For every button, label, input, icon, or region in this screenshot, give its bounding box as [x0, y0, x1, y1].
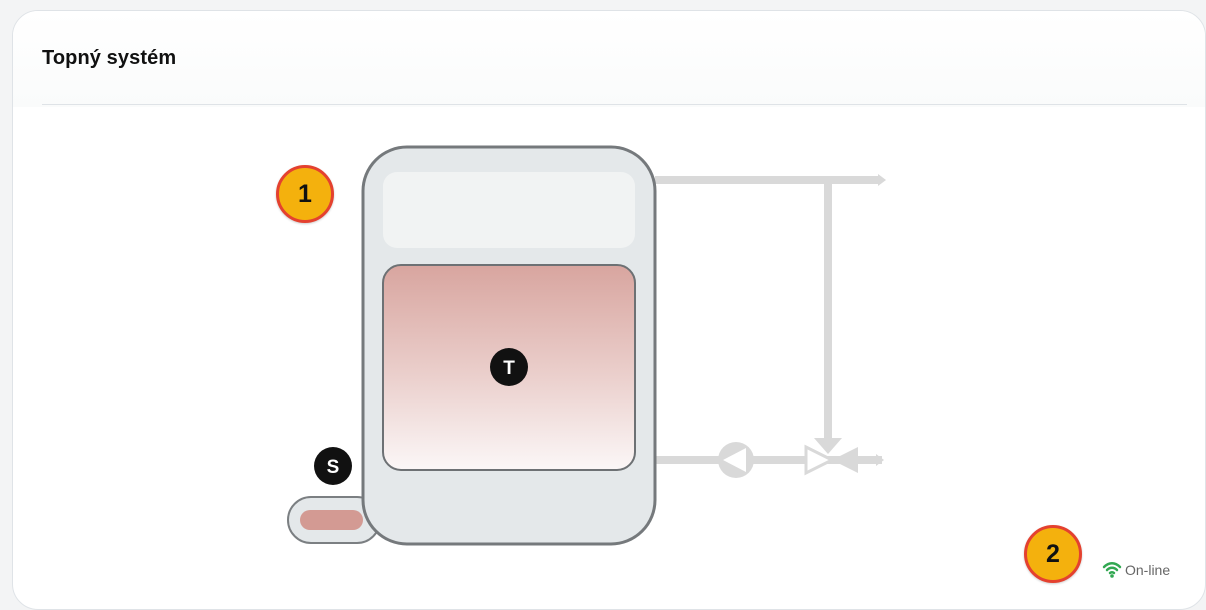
heating-tank	[361, 145, 657, 546]
callout-1: 1	[276, 165, 334, 223]
temperature-marker: T	[490, 348, 528, 386]
connection-status-label: On-line	[1125, 562, 1171, 578]
connection-status: On-line	[1102, 560, 1170, 580]
callout-2: 2	[1024, 525, 1082, 583]
card-title: Topný systém	[42, 47, 177, 69]
pump-icon	[718, 442, 754, 478]
header-divider	[42, 104, 1187, 105]
sensor-marker: S	[314, 447, 352, 485]
temperature-marker-label: T	[503, 358, 515, 379]
card-header: Topný systém	[13, 11, 1205, 107]
mixing-valve-icon	[804, 444, 858, 476]
wifi-icon	[1102, 562, 1122, 578]
sensor-pipe	[287, 496, 381, 544]
sensor-marker-label: S	[327, 457, 340, 478]
distribution-pipes	[655, 174, 886, 466]
